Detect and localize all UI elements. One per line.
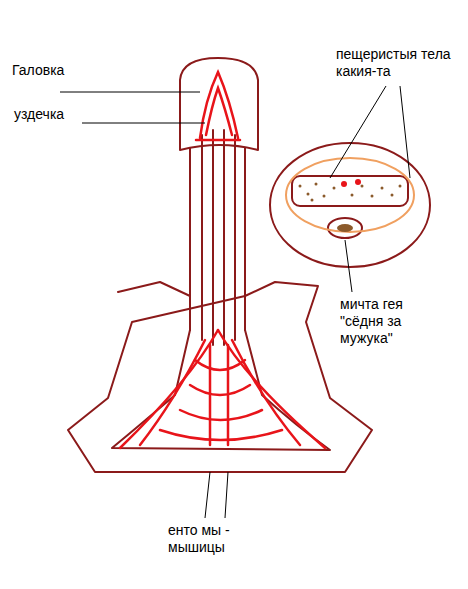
- urethra-section: [328, 218, 362, 238]
- part-label: енто мы - мышицы: [168, 522, 258, 556]
- shaft-outline: [190, 148, 245, 330]
- glans-outline: [180, 58, 258, 150]
- part-label: уздечка: [14, 106, 124, 123]
- part-label: пещеристыя тела какия-та: [336, 46, 456, 80]
- shaft-lines: [202, 130, 235, 345]
- urethra-fill: [337, 224, 353, 232]
- pelvis-outline: [68, 282, 372, 472]
- muscle-outline: [112, 330, 330, 450]
- cavernous-body: [292, 176, 408, 206]
- red-vessels: [120, 72, 325, 448]
- part-label: Галовка: [12, 62, 122, 79]
- section-dots: [299, 183, 402, 202]
- cross-section-inner: [286, 158, 414, 232]
- cross-section-outer: [270, 143, 430, 267]
- part-label: мичта гея "сёдня за мужука": [340, 296, 440, 347]
